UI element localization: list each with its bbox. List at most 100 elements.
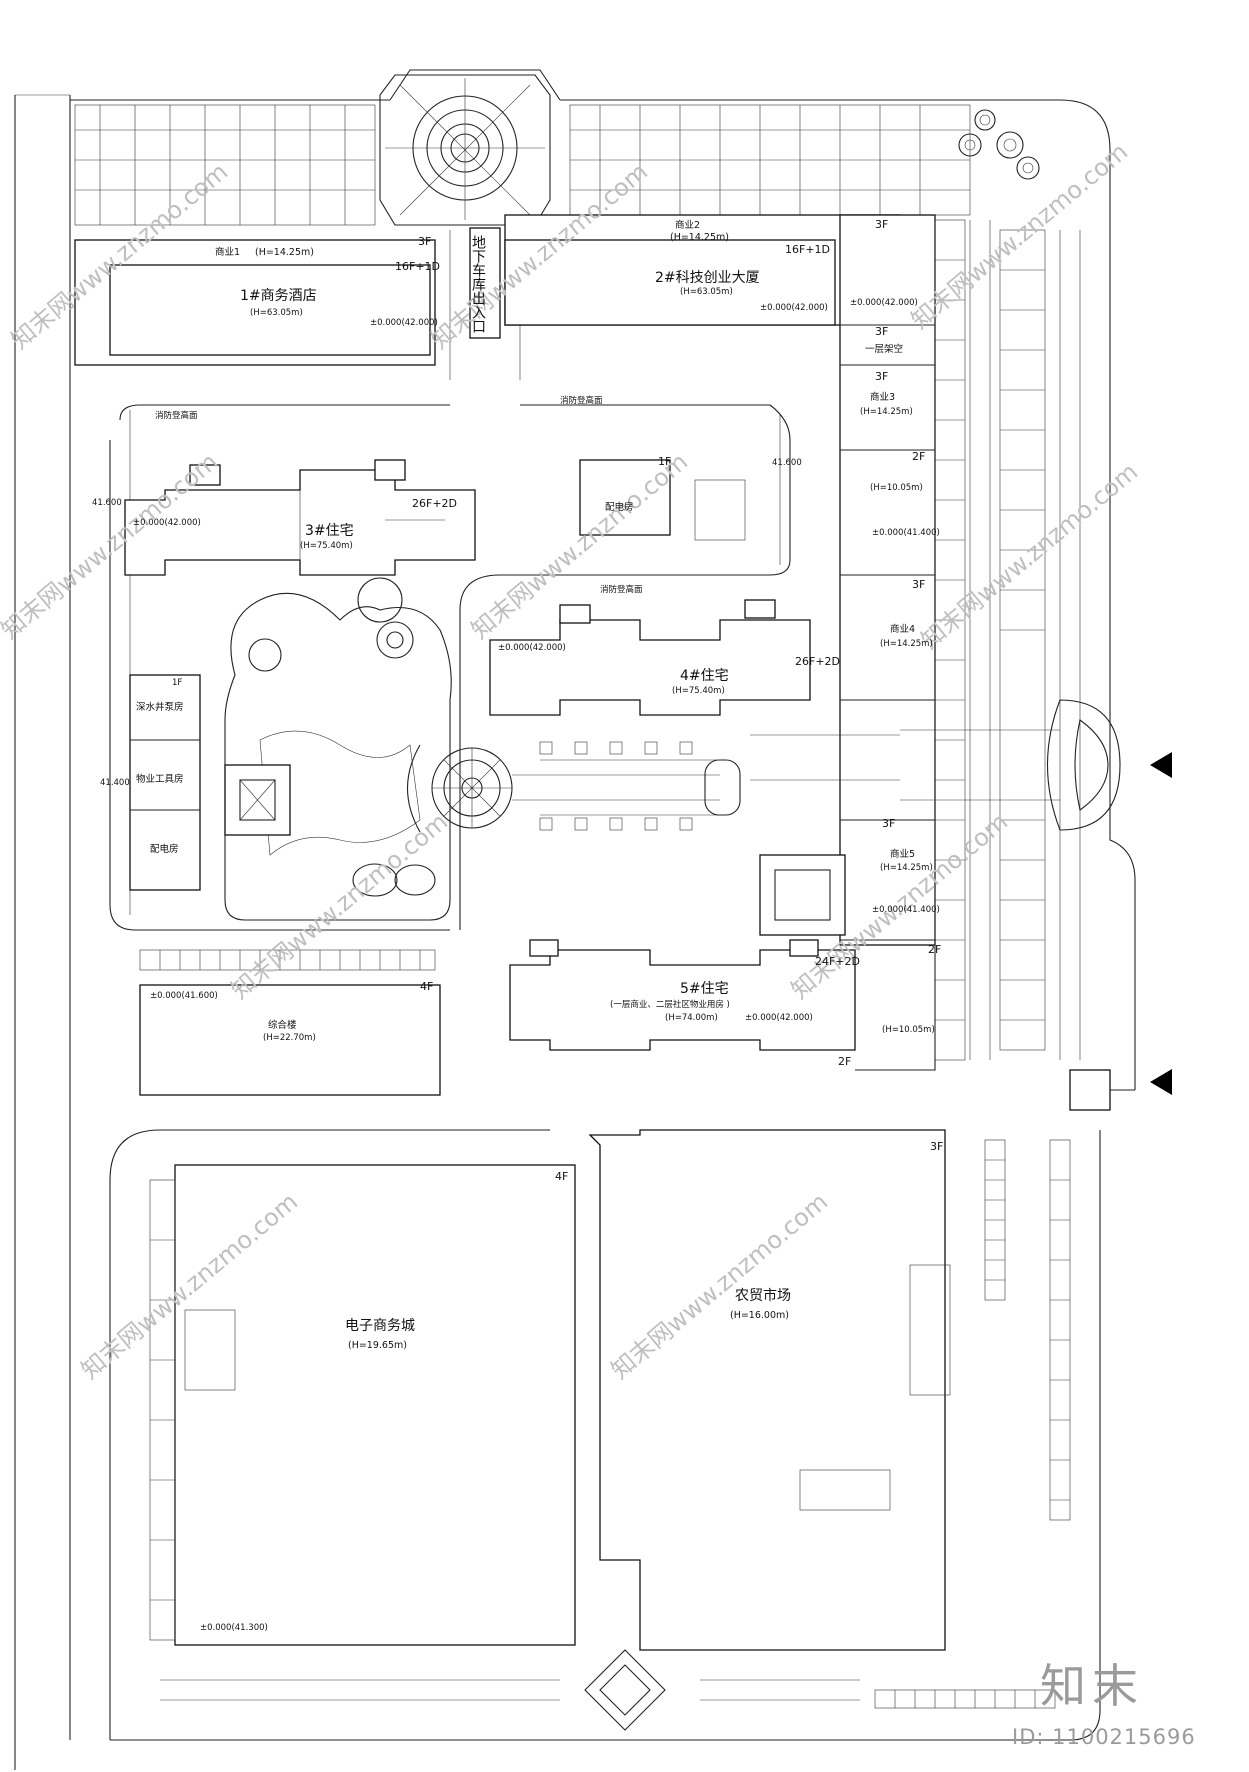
hotel-floors: 16F+1D bbox=[395, 260, 440, 273]
emall-level: ±0.000(41.300) bbox=[200, 1623, 268, 1633]
substation1-floors: 1F bbox=[658, 455, 671, 468]
com3b-height: (H=10.05m) bbox=[870, 483, 923, 493]
residential-4 bbox=[489, 599, 811, 716]
tech-name: 2#科技创业大厦 bbox=[655, 270, 760, 286]
com3-height: (H=14.25m) bbox=[860, 407, 913, 417]
complex-height: (H=22.70m) bbox=[263, 1033, 316, 1043]
com2-level: ±0.000(42.000) bbox=[850, 298, 918, 308]
tech-block bbox=[504, 214, 901, 326]
fire-access-2: 消防登高面 bbox=[560, 395, 603, 406]
res3-floors: 26F+2D bbox=[412, 497, 457, 510]
res4-floors: 26F+2D bbox=[795, 655, 840, 668]
com5-level: ±0.000(41.400) bbox=[872, 905, 940, 915]
garage-entrance-label: 地下车库出入口 bbox=[470, 235, 486, 333]
central-garden bbox=[224, 577, 452, 921]
com1-name: 商业1 bbox=[215, 246, 240, 258]
pump-floors: 1F bbox=[172, 678, 182, 688]
tools-name: 物业工具房 bbox=[136, 773, 184, 785]
res5-floors: 24F+2D bbox=[815, 955, 860, 968]
emall-floors: 4F bbox=[555, 1170, 568, 1183]
res4-level: ±0.000(42.000) bbox=[498, 643, 566, 653]
res5-level: ±0.000(42.000) bbox=[745, 1013, 813, 1023]
res3-level: ±0.000(42.000) bbox=[133, 518, 201, 528]
com5-floors: 3F bbox=[882, 817, 895, 830]
hotel-block bbox=[74, 239, 436, 366]
top-ornamental-plaza bbox=[379, 74, 551, 226]
substation1-name: 配电房 bbox=[605, 501, 634, 513]
com4-floors: 3F bbox=[912, 578, 925, 591]
top-plaza-grid bbox=[74, 104, 971, 226]
complex-name: 综合楼 bbox=[268, 1019, 297, 1031]
east-plaza bbox=[750, 699, 1121, 831]
market-floors: 3F bbox=[930, 1140, 943, 1153]
res5-floors2: 2F bbox=[838, 1055, 851, 1068]
pump-name: 深水井泵房 bbox=[136, 701, 184, 713]
com4-name: 商业4 bbox=[890, 623, 915, 635]
res5-height: (H=74.00m) bbox=[665, 1013, 718, 1023]
com1-height: (H=14.25m) bbox=[255, 247, 314, 258]
res4-height: (H=75.40m) bbox=[672, 686, 725, 696]
tech-height: (H=63.05m) bbox=[680, 287, 733, 297]
west-service-block bbox=[129, 674, 201, 891]
labels: 商业1 (H=14.25m) 3F 16F+1D 1#商务酒店 (H=63.05… bbox=[92, 218, 943, 1633]
com3b-floors: 2F bbox=[912, 450, 925, 463]
east-entry-arrow-2 bbox=[1150, 1069, 1172, 1095]
svg-text:知末网www.znzmo.com: 知末网www.znzmo.com bbox=[226, 808, 453, 1005]
res4-name: 4#住宅 bbox=[680, 668, 729, 684]
parking-row-west bbox=[139, 949, 436, 971]
overhead-name: 一层架空 bbox=[865, 343, 903, 355]
hotel-name: 1#商务酒店 bbox=[240, 288, 317, 304]
centre-square bbox=[759, 854, 846, 936]
com3b-level: ±0.000(41.400) bbox=[872, 528, 940, 538]
east-commercial-strip bbox=[839, 214, 1081, 1061]
com1-floors: 3F bbox=[418, 235, 431, 248]
tech-floors: 16F+1D bbox=[785, 243, 830, 256]
complex-floors: 4F bbox=[420, 980, 433, 993]
com5-height: (H=14.25m) bbox=[880, 863, 933, 873]
ecommerce-mall bbox=[149, 1164, 576, 1646]
com5b-height: (H=10.05m) bbox=[882, 1025, 935, 1035]
lotus-plaza bbox=[406, 744, 513, 833]
res3-name: 3#住宅 bbox=[305, 523, 354, 539]
south-plaza bbox=[160, 1649, 860, 1731]
res5-name: 5#住宅 bbox=[680, 981, 729, 997]
site-boundary bbox=[14, 69, 1136, 1770]
svg-text:知末网www.znzmo.com: 知末网www.znzmo.com bbox=[906, 138, 1133, 335]
elevation-41600-a: 41.600 bbox=[92, 498, 122, 508]
east-entry-arrow-1 bbox=[1150, 752, 1172, 778]
farmers-market bbox=[588, 1129, 1071, 1709]
garage-entrance-box bbox=[469, 227, 501, 339]
residential-3 bbox=[124, 459, 476, 576]
svg-text:知末网www.znzmo.com: 知末网www.znzmo.com bbox=[916, 458, 1143, 655]
substation2-name: 配电房 bbox=[150, 843, 179, 855]
market-height: (H=16.00m) bbox=[730, 1310, 789, 1321]
east-gate bbox=[1069, 1069, 1111, 1111]
hotel-level: ±0.000(42.000) bbox=[370, 318, 438, 328]
com5-name: 商业5 bbox=[890, 848, 915, 860]
com2-height: (H=14.25m) bbox=[670, 232, 729, 243]
res5-sub: (一层商业、二层社区物业用房 ) bbox=[610, 999, 730, 1010]
emall-name: 电子商务城 bbox=[345, 1318, 415, 1334]
com5b-floors: 2F bbox=[928, 943, 941, 956]
hotel-height: (H=63.05m) bbox=[250, 308, 303, 318]
complex-building bbox=[139, 984, 441, 1096]
substation-1 bbox=[579, 459, 671, 536]
tech-level: ±0.000(42.000) bbox=[760, 303, 828, 313]
com4-height: (H=14.25m) bbox=[880, 639, 933, 649]
com3-name: 商业3 bbox=[870, 391, 895, 403]
elevation-41400: 41.400 bbox=[100, 778, 130, 788]
residential-5 bbox=[509, 939, 936, 1071]
com2-floors: 3F bbox=[875, 218, 888, 231]
overhead-floors: 3F bbox=[875, 325, 888, 338]
fountains bbox=[958, 109, 1040, 180]
tree-axis bbox=[512, 741, 741, 831]
elevation-41600-b: 41.600 bbox=[772, 458, 802, 468]
fire-access-3: 消防登高面 bbox=[600, 584, 643, 595]
market-name: 农贸市场 bbox=[735, 1287, 791, 1304]
res3-height: (H=75.40m) bbox=[300, 541, 353, 551]
emall-height: (H=19.65m) bbox=[348, 1340, 407, 1351]
complex-level: ±0.000(41.600) bbox=[150, 991, 218, 1001]
fire-access-1: 消防登高面 bbox=[155, 410, 198, 421]
com3-floors: 3F bbox=[875, 370, 888, 383]
